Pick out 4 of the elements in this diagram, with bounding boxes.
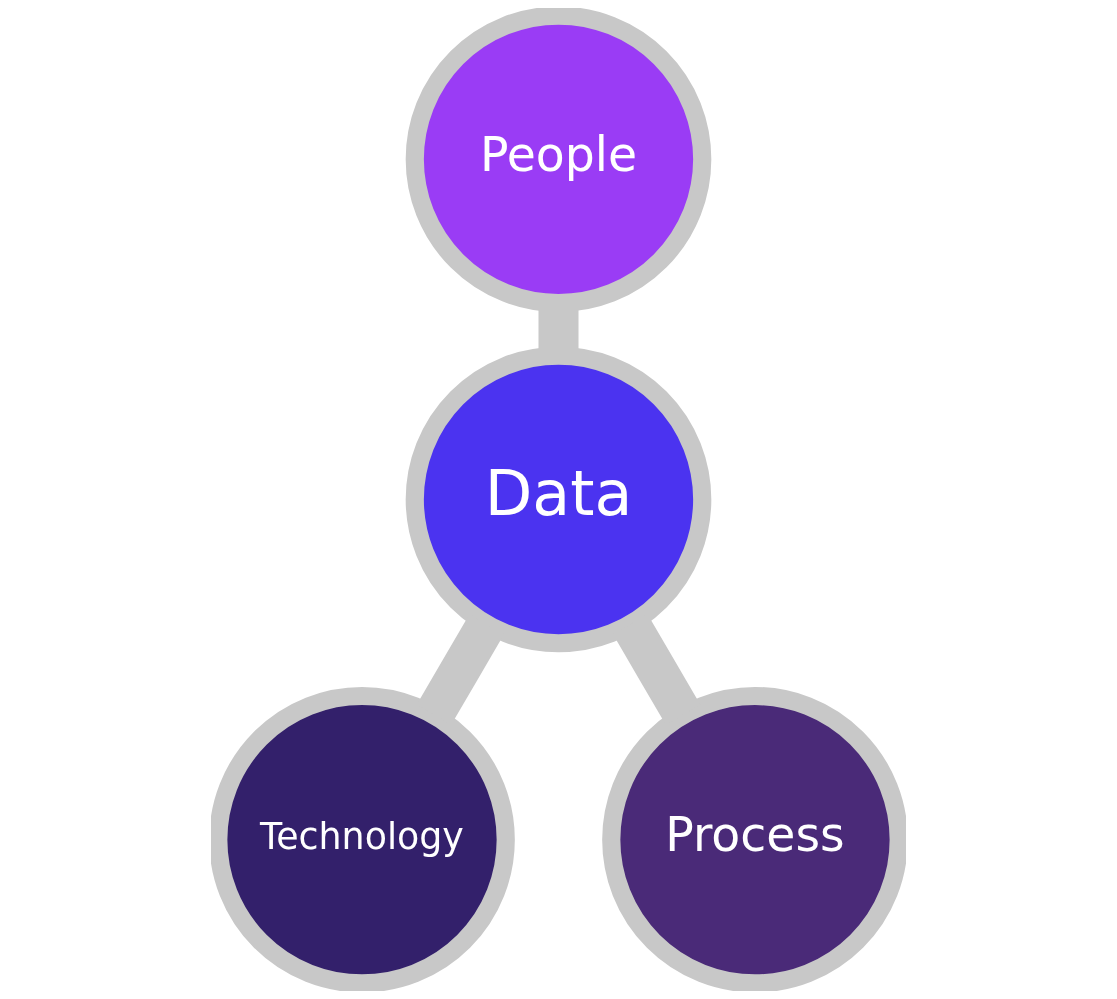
node-circle: Technology [211,686,515,991]
node-circle: People [405,8,712,313]
node-circle: Data [405,346,712,653]
node-circle: Process [602,686,906,991]
